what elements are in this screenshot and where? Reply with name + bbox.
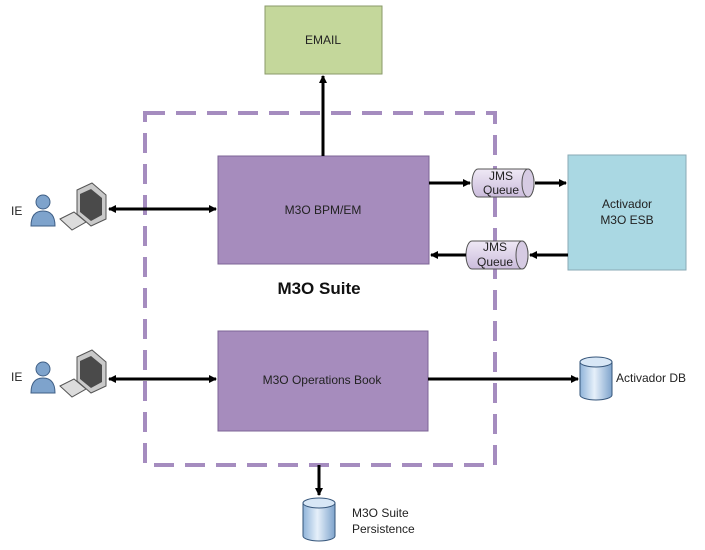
esb-node: Activador M3O ESB	[567, 154, 687, 271]
activador-db-label: Activador DB	[616, 371, 686, 385]
computer-icon	[59, 349, 107, 398]
esb-label-line1: Activador	[602, 197, 652, 211]
database-icon	[579, 356, 613, 401]
user-icon	[30, 361, 56, 394]
operations-book-label: M3O Operations Book	[263, 373, 383, 387]
email-label: EMAIL	[305, 33, 341, 47]
queue-in-line2: Queue	[477, 255, 513, 269]
esb-label-line2: M3O ESB	[600, 213, 653, 227]
bpm-node: M3O BPM/EM	[217, 155, 430, 265]
operations-book-node: M3O Operations Book	[217, 330, 429, 432]
user-ops-label: IE	[11, 370, 22, 384]
user-icon	[30, 194, 56, 227]
persistence-label-line2: Persistence	[352, 522, 415, 536]
jms-queue-out: JMS Queue	[471, 168, 535, 198]
suite-persistence-db: M3O Suite Persistence	[302, 497, 415, 542]
suite-title: M3O Suite	[277, 279, 360, 298]
jms-queue-in: JMS Queue	[465, 240, 529, 270]
bpm-label: M3O BPM/EM	[285, 203, 362, 217]
database-icon	[302, 497, 336, 542]
user-workstation-bpm: IE	[11, 182, 107, 231]
queue-out-line2: Queue	[483, 183, 519, 197]
computer-icon	[59, 182, 107, 231]
email-node: EMAIL	[264, 5, 383, 75]
user-bpm-label: IE	[11, 204, 22, 218]
user-workstation-ops: IE	[11, 349, 107, 398]
activador-db: Activador DB	[579, 356, 686, 401]
persistence-label-line1: M3O Suite	[352, 506, 409, 520]
queue-out-line1: JMS	[489, 169, 513, 183]
queue-in-line1: JMS	[483, 240, 507, 254]
